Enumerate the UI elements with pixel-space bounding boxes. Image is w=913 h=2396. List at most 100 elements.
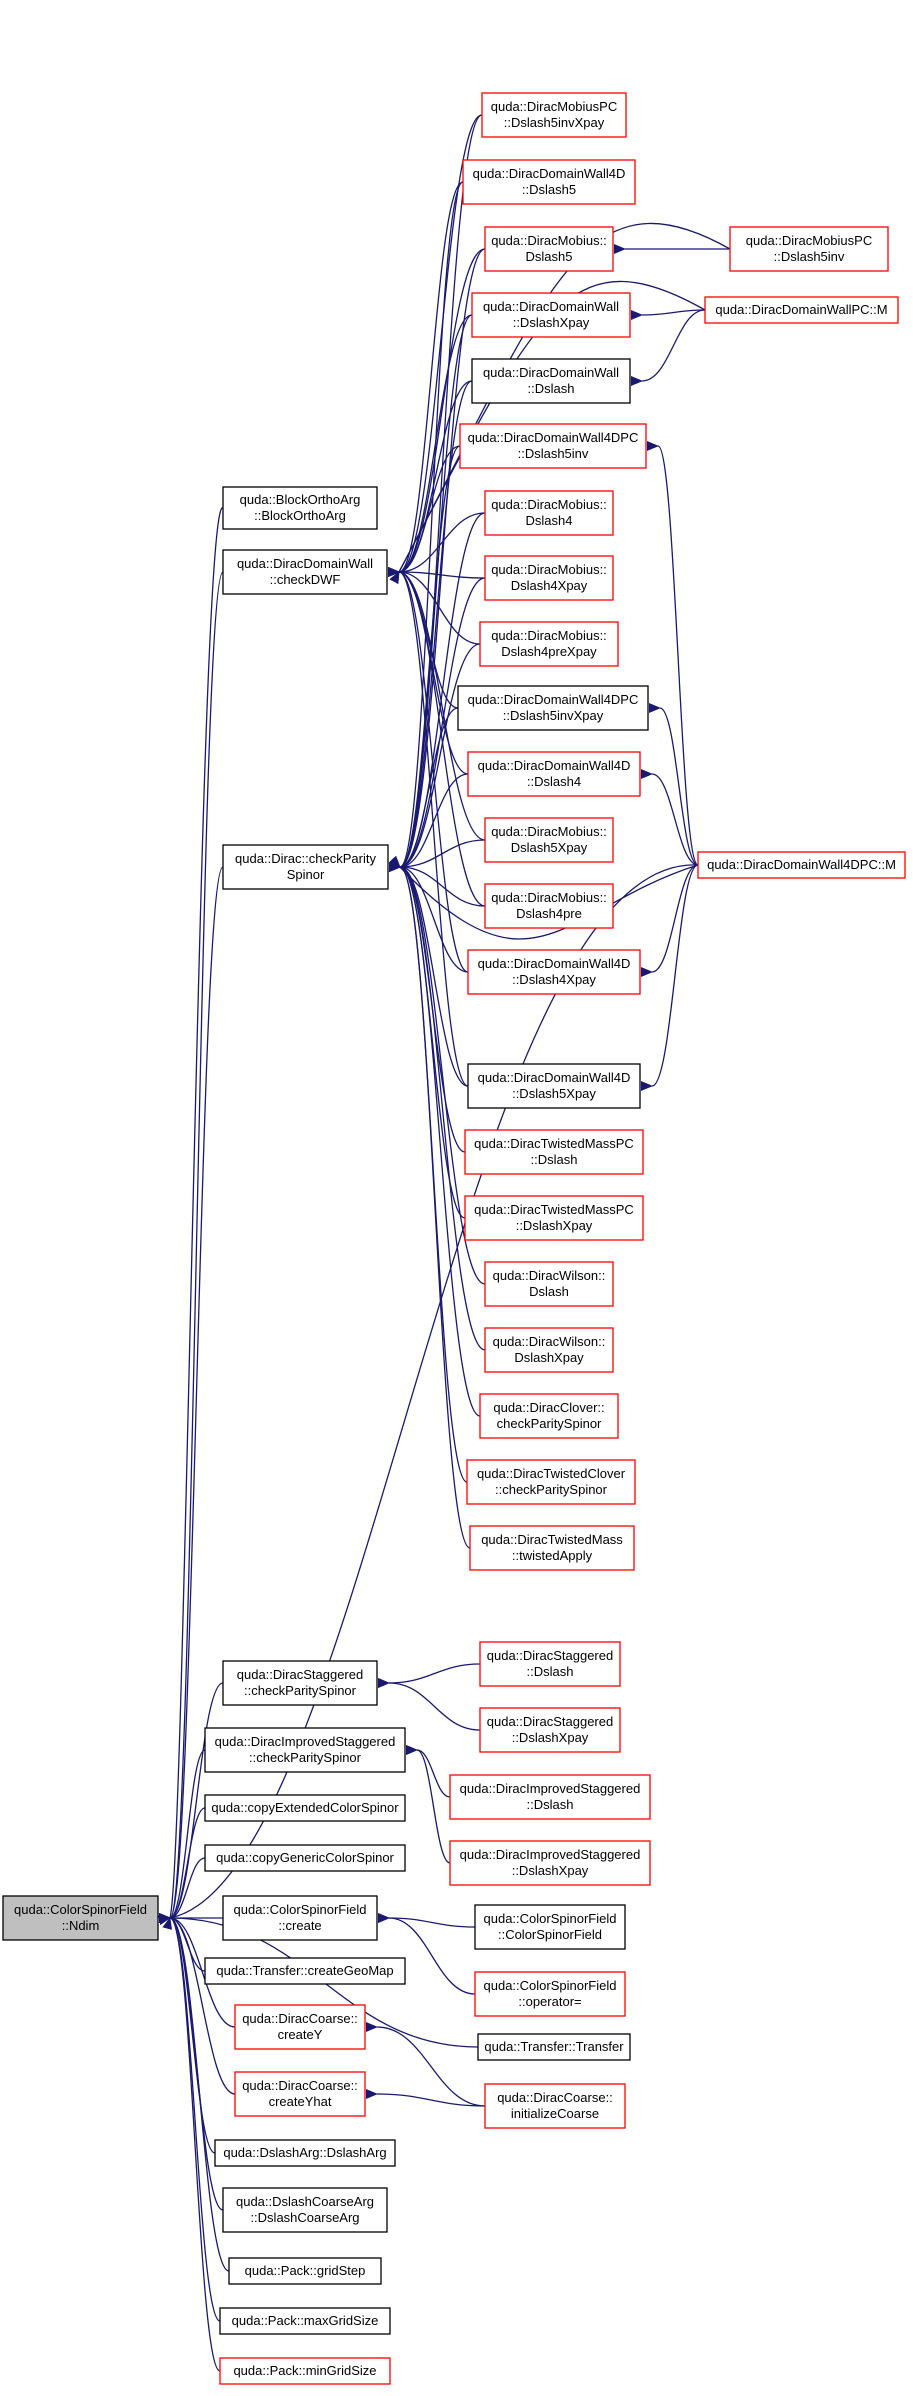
node-box	[204, 1794, 406, 1822]
node-label: checkParitySpinor	[497, 1416, 602, 1431]
node-mingrid[interactable]: quda::Pack::minGridSize	[219, 2357, 391, 2385]
edge-checkparity-dw4d5	[388, 181, 464, 873]
node-wilsonxpay[interactable]: quda::DiracWilson::DslashXpay	[484, 1327, 614, 1373]
node-dw4d4[interactable]: quda::DiracDomainWall4D::Dslash4	[467, 751, 641, 797]
node-dwxpay[interactable]: quda::DiracDomainWall::DslashXpay	[471, 292, 631, 338]
node-wilsondslash[interactable]: quda::DiracWilson::Dslash	[484, 1261, 614, 1307]
node-root[interactable]: quda::ColorSpinorField::Ndim	[2, 1895, 159, 1941]
node-label: Dslash4	[526, 513, 573, 528]
node-box	[479, 1641, 621, 1687]
node-label: quda::DiracDomainWall4D	[478, 1070, 631, 1085]
node-tclovercheck[interactable]: quda::DiracTwistedClover::checkParitySpi…	[466, 1459, 636, 1505]
edge-checkdwf-dwdslash	[387, 380, 473, 578]
node-label: quda::DiracCoarse::	[497, 2090, 613, 2105]
edge-impstagcheck-impstagdslash	[405, 1744, 451, 1798]
node-box	[466, 1459, 636, 1505]
node-tmpcxpay[interactable]: quda::DiracTwistedMassPC::DslashXpay	[464, 1195, 644, 1241]
node-checkdwf[interactable]: quda::DiracDomainWall::checkDWF	[222, 549, 388, 595]
node-copygen[interactable]: quda::copyGenericColorSpinor	[204, 1844, 406, 1872]
node-label: ::checkParitySpinor	[495, 1482, 608, 1497]
node-box	[2, 1895, 159, 1941]
node-impstagcheck[interactable]: quda::DiracImprovedStaggered::checkParit…	[204, 1727, 406, 1773]
node-transfer[interactable]: quda::Transfer::Transfer	[477, 2033, 631, 2061]
node-dw4dpc5invx[interactable]: quda::DiracDomainWall4DPC::Dslash5invXpa…	[457, 685, 649, 731]
node-mob4x[interactable]: quda::DiracMobius::Dslash4Xpay	[484, 555, 614, 601]
node-label: ::ColorSpinorField	[498, 1927, 602, 1942]
node-label: ::Dslash5inv	[774, 249, 845, 264]
node-stagdslash[interactable]: quda::DiracStaggered::Dslash	[479, 1641, 621, 1687]
node-copyext[interactable]: quda::copyExtendedColorSpinor	[204, 1794, 406, 1822]
node-dw4dpc5inv[interactable]: quda::DiracDomainWall4DPC::Dslash5inv	[459, 423, 647, 469]
node-mob5[interactable]: quda::DiracMobius::Dslash5	[484, 226, 614, 272]
node-mob4pre[interactable]: quda::DiracMobius::Dslash4pre	[484, 883, 614, 929]
node-dwdslash[interactable]: quda::DiracDomainWall::Dslash	[471, 358, 631, 404]
node-tmpcdslash[interactable]: quda::DiracTwistedMassPC::Dslash	[464, 1129, 644, 1175]
node-box	[479, 1393, 619, 1439]
node-dslasharg[interactable]: quda::DslashArg::DslashArg	[214, 2139, 396, 2167]
edge-checkparity-dw4dpc5inv	[388, 445, 461, 873]
node-createy[interactable]: quda::DiracCoarse::createY	[234, 2004, 366, 2050]
node-dw4d5x[interactable]: quda::DiracDomainWall4D::Dslash5Xpay	[467, 1063, 641, 1109]
edge-checkdwf-mob4prex	[387, 566, 481, 645]
node-impstagxpay[interactable]: quda::DiracImprovedStaggered::DslashXpay	[449, 1840, 651, 1886]
node-box	[479, 1707, 621, 1753]
node-initcoarse[interactable]: quda::DiracCoarse::initializeCoarse	[484, 2083, 626, 2129]
node-csfcreate[interactable]: quda::ColorSpinorField::create	[222, 1895, 378, 1941]
node-label: Dslash4Xpay	[511, 578, 588, 593]
node-label: ::Dslash5invXpay	[503, 708, 604, 723]
node-mobpc5inv[interactable]: quda::DiracMobiusPC::Dslash5inv	[729, 226, 889, 272]
node-csfctor[interactable]: quda::ColorSpinorField::ColorSpinorField	[474, 1904, 626, 1950]
node-stagcheck[interactable]: quda::DiracStaggered::checkParitySpinor	[222, 1660, 378, 1706]
node-label: Dslash4pre	[516, 906, 582, 921]
node-dw4d4x[interactable]: quda::DiracDomainWall4D::Dslash4Xpay	[467, 949, 641, 995]
node-label: quda::DiracWilson::	[493, 1334, 606, 1349]
node-label: ::twistedApply	[512, 1548, 593, 1563]
edge-stagcheck-stagxpay	[377, 1677, 481, 1731]
node-mob4prex[interactable]: quda::DiracMobius::Dslash4preXpay	[479, 621, 619, 667]
node-label: quda::DiracImprovedStaggered	[215, 1734, 396, 1749]
node-creategeo[interactable]: quda::Transfer::createGeoMap	[204, 1957, 406, 1985]
node-mob4[interactable]: quda::DiracMobius::Dslash4	[484, 490, 614, 536]
node-csfassign[interactable]: quda::ColorSpinorField::operator=	[474, 1971, 626, 2017]
edge-dw4d4x-dw4dpcm	[640, 864, 699, 978]
node-impstagdslash[interactable]: quda::DiracImprovedStaggered::Dslash	[449, 1774, 651, 1820]
node-label: quda::BlockOrthoArg	[240, 492, 361, 507]
node-box	[204, 1844, 406, 1872]
node-stagxpay[interactable]: quda::DiracStaggered::DslashXpay	[479, 1707, 621, 1753]
node-label: quda::DiracClover::	[493, 1400, 604, 1415]
node-box	[484, 490, 614, 536]
node-clovercheck[interactable]: quda::DiracClover::checkParitySpinor	[479, 1393, 619, 1439]
edge-impstagcheck-impstagxpay	[405, 1744, 451, 1864]
node-gridstep[interactable]: quda::Pack::gridStep	[228, 2257, 382, 2285]
node-label: quda::Transfer::createGeoMap	[216, 1963, 393, 1978]
node-label: quda::DiracDomainWall4DPC	[468, 692, 639, 707]
node-label: quda::DiracMobius::	[491, 824, 607, 839]
node-mob5x[interactable]: quda::DiracMobius::Dslash5Xpay	[484, 817, 614, 863]
node-label: ::DslashXpay	[516, 1218, 593, 1233]
edge-root-createyhat	[158, 1912, 236, 2095]
node-label: quda::DiracDomainWall	[483, 365, 619, 380]
edge-dwdslash-dwpcm	[630, 309, 706, 387]
node-label: quda::copyExtendedColorSpinor	[211, 1800, 399, 1815]
node-dwpcm[interactable]: quda::DiracDomainWallPC::M	[704, 296, 899, 324]
node-checkparity[interactable]: quda::Dirac::checkParitySpinor	[222, 844, 389, 890]
node-createyhat[interactable]: quda::DiracCoarse::createYhat	[234, 2071, 366, 2117]
edge-checkdwf-mob5x	[387, 566, 486, 841]
edge-checkparity-wilsondslash	[388, 861, 486, 1285]
edge-checkdwf-mobpc5invx	[387, 114, 483, 578]
node-label: ::Dslash5invXpay	[504, 115, 605, 130]
node-box	[484, 1327, 614, 1373]
node-dw4d5[interactable]: quda::DiracDomainWall4D::Dslash5	[462, 159, 636, 205]
edge-checkdwf-mob4	[387, 512, 486, 578]
node-tmtwisted[interactable]: quda::DiracTwistedMass::twistedApply	[469, 1525, 635, 1571]
node-label: quda::copyGenericColorSpinor	[216, 1850, 394, 1865]
node-mobpc5invx[interactable]: quda::DiracMobiusPC::Dslash5invXpay	[481, 92, 627, 138]
edge-dw4d5x-dw4dpcm	[640, 864, 699, 1092]
node-label: ::Dslash	[528, 381, 575, 396]
node-blockortho[interactable]: quda::BlockOrthoArg::BlockOrthoArg	[222, 486, 378, 530]
node-box	[474, 1904, 626, 1950]
node-maxgrid[interactable]: quda::Pack::maxGridSize	[219, 2307, 391, 2335]
node-dslashcoarse[interactable]: quda::DslashCoarseArg::DslashCoarseArg	[222, 2187, 388, 2233]
node-dw4dpcm[interactable]: quda::DiracDomainWall4DPC::M	[697, 851, 906, 879]
